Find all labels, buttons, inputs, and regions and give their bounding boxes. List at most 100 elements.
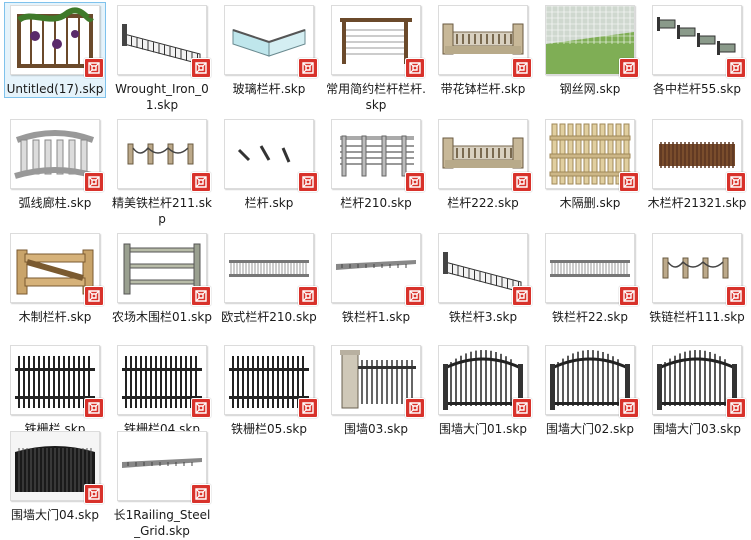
file-thumbnail	[10, 5, 104, 78]
gate-preview	[443, 350, 523, 410]
segments-preview	[657, 17, 736, 55]
vine-trellis-preview	[17, 7, 94, 68]
file-item[interactable]: 长1Railing_Steel_Grid.skp	[111, 428, 213, 540]
file-name: 精美铁栏杆211.skp	[112, 196, 212, 226]
file-name: 常用简约栏杆栏杆.skp	[326, 82, 426, 112]
sketchup-file-icon	[191, 286, 211, 306]
chain-rail-preview	[662, 257, 729, 279]
sketchup-file-icon	[84, 286, 104, 306]
file-item[interactable]: Wrought_Iron_01.skp	[111, 2, 213, 114]
file-item[interactable]: Untitled(17).skp	[4, 2, 106, 98]
sketchup-file-icon	[191, 172, 211, 192]
file-name: 铁链栏杆111.skp	[649, 310, 745, 324]
wood-fence-preview	[659, 142, 735, 168]
file-item[interactable]: 铁栏杆1.skp	[325, 230, 427, 326]
file-thumbnail	[652, 233, 746, 306]
sketchup-file-icon	[405, 58, 425, 78]
file-name: 长1Railing_Steel_Grid.skp	[113, 508, 211, 538]
sketchup-file-icon	[84, 172, 104, 192]
file-item[interactable]: 木隔删.skp	[539, 116, 641, 212]
file-thumbnail	[224, 119, 318, 192]
file-name: 欧式栏杆210.skp	[221, 310, 317, 324]
file-item[interactable]: 欧式栏杆210.skp	[218, 230, 320, 326]
file-name: 各中栏杆55.skp	[653, 82, 741, 96]
rail-210-preview	[340, 135, 414, 177]
file-item[interactable]: 玻璃栏杆.skp	[218, 2, 320, 98]
sketchup-file-icon	[726, 58, 746, 78]
file-thumbnail	[224, 233, 318, 306]
file-item[interactable]: 围墙大门02.skp	[539, 342, 641, 438]
sketchup-file-icon	[298, 172, 318, 192]
file-item[interactable]: 农场木围栏01.skp	[111, 230, 213, 326]
file-item[interactable]: 带花钵栏杆.skp	[432, 2, 534, 98]
file-item[interactable]: 弧线廊柱.skp	[4, 116, 106, 212]
euro-rail-preview	[229, 260, 309, 277]
file-name: 栏杆210.skp	[340, 196, 412, 210]
file-thumbnail	[117, 5, 211, 78]
sketchup-file-icon	[726, 398, 746, 418]
sketchup-file-icon	[191, 58, 211, 78]
file-item[interactable]: 木制栏杆.skp	[4, 230, 106, 326]
file-item[interactable]: 铁栅栏04.skp	[111, 342, 213, 438]
file-thumbnail	[438, 5, 532, 78]
chain-rail-preview	[127, 143, 194, 165]
file-item[interactable]: 铁栏杆3.skp	[432, 230, 534, 326]
file-name: 农场木围栏01.skp	[112, 310, 212, 324]
file-thumbnail	[652, 345, 746, 418]
file-name: 栏杆222.skp	[447, 196, 519, 210]
sketchup-file-icon	[512, 58, 532, 78]
file-thumbnail	[331, 5, 425, 78]
file-thumbnail	[117, 233, 211, 306]
file-thumbnail	[545, 233, 639, 306]
file-item[interactable]: 围墙03.skp	[325, 342, 427, 438]
file-item[interactable]: 铁链栏杆111.skp	[646, 230, 748, 326]
file-name: Untitled(17).skp	[6, 82, 104, 96]
thin-rail-preview	[122, 458, 202, 468]
wire-mesh-preview	[546, 6, 634, 74]
file-item[interactable]: 栏杆.skp	[218, 116, 320, 212]
file-thumbnail	[117, 119, 211, 192]
file-thumbnail	[10, 431, 104, 504]
sketchup-file-icon	[619, 286, 639, 306]
file-thumbnail	[10, 345, 104, 418]
file-item[interactable]: 精美铁栏杆211.skp	[111, 116, 213, 228]
file-item[interactable]: 铁栅栏.skp	[4, 342, 106, 438]
file-name: Wrought_Iron_01.skp	[115, 82, 209, 112]
sketchup-file-icon	[619, 398, 639, 418]
file-thumbnail	[10, 233, 104, 306]
sketchup-file-icon	[512, 172, 532, 192]
file-thumbnail	[652, 119, 746, 192]
file-item[interactable]: 围墙大门04.skp	[4, 428, 106, 524]
sketchup-file-icon	[512, 398, 532, 418]
file-item[interactable]: 木栏杆21321.skp	[646, 116, 748, 212]
file-name: 围墙大门04.skp	[11, 508, 99, 522]
file-name: 围墙大门03.skp	[653, 422, 741, 436]
file-thumbnail	[117, 345, 211, 418]
file-name: 木栏杆21321.skp	[647, 196, 747, 210]
file-name: 带花钵栏杆.skp	[440, 82, 526, 96]
glass-rail-preview	[232, 29, 306, 57]
file-item[interactable]: 常用简约栏杆栏杆.skp	[325, 2, 427, 114]
file-item[interactable]: 钢丝网.skp	[539, 2, 641, 98]
file-thumbnail	[438, 345, 532, 418]
sketchup-file-icon	[726, 286, 746, 306]
file-name: 围墙大门02.skp	[546, 422, 634, 436]
file-item[interactable]: 铁栏杆22.skp	[539, 230, 641, 326]
file-item[interactable]: 栏杆210.skp	[325, 116, 427, 212]
file-item[interactable]: 铁栅栏05.skp	[218, 342, 320, 438]
file-name: 玻璃栏杆.skp	[232, 82, 306, 96]
file-name: 栏杆.skp	[244, 196, 294, 210]
file-item[interactable]: 围墙大门01.skp	[432, 342, 534, 438]
file-thumbnail	[545, 5, 639, 78]
file-name: 铁栅栏05.skp	[231, 422, 307, 436]
file-item[interactable]: 各中栏杆55.skp	[646, 2, 748, 98]
sketchup-file-icon	[298, 398, 318, 418]
sketchup-file-icon	[191, 484, 211, 504]
sketchup-file-icon	[619, 172, 639, 192]
file-name: 钢丝网.skp	[559, 82, 621, 96]
gate-preview	[550, 350, 630, 410]
file-item[interactable]: 围墙大门03.skp	[646, 342, 748, 438]
file-thumbnail	[331, 119, 425, 192]
file-item[interactable]: 栏杆222.skp	[432, 116, 534, 212]
file-thumbnail	[224, 345, 318, 418]
